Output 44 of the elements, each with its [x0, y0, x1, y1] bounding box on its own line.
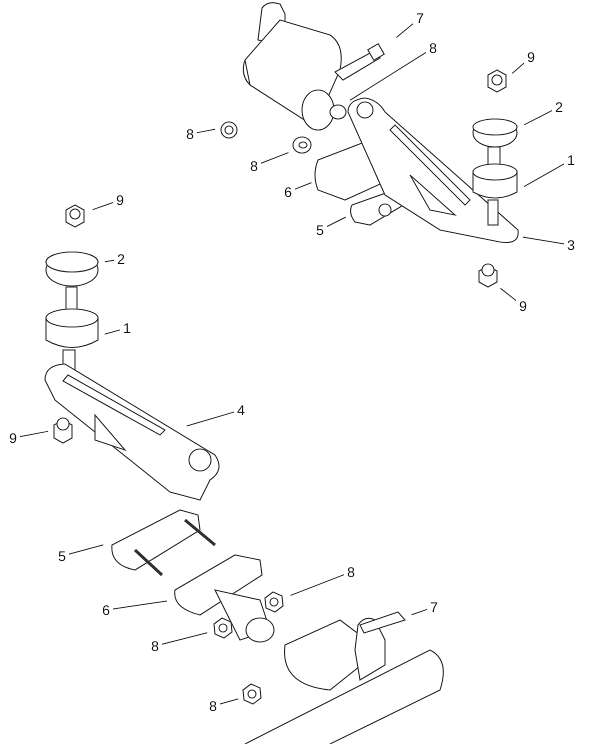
leader-line: [220, 698, 239, 705]
callout-number: 9: [7, 430, 19, 446]
leader-line: [20, 430, 49, 438]
leader-line: [512, 62, 524, 74]
leader-line: [524, 110, 552, 126]
callout-number: 9: [525, 49, 537, 65]
leader-line: [68, 544, 104, 555]
leader-line: [196, 128, 216, 134]
callout-number: 8: [184, 126, 196, 142]
leader-line: [349, 52, 426, 101]
callout-number: 7: [414, 10, 426, 26]
leader-line: [260, 152, 289, 164]
leader-line: [92, 202, 114, 210]
leader-line: [162, 632, 208, 645]
leader-line: [104, 329, 120, 335]
leader-line: [524, 163, 564, 188]
callout-number: 8: [207, 698, 219, 714]
leader-line: [411, 608, 428, 616]
callout-number: 9: [114, 192, 126, 208]
leader-line: [294, 182, 312, 190]
leader-line: [522, 236, 564, 244]
callout-number: 3: [565, 237, 577, 253]
callout-number: 4: [235, 402, 247, 418]
leader-line: [500, 288, 516, 301]
callout-number: 8: [248, 158, 260, 174]
leader-line: [104, 260, 114, 262]
callout-number: 5: [56, 548, 68, 564]
leader-line: [290, 574, 344, 596]
leader-line: [112, 600, 168, 610]
callout-number: 6: [100, 602, 112, 618]
callout-number: 2: [553, 99, 565, 115]
callout-number: 1: [565, 152, 577, 168]
callout-number: 5: [314, 222, 326, 238]
callout-number: 8: [427, 40, 439, 56]
leader-line: [186, 412, 234, 427]
callout-number: 9: [517, 298, 529, 314]
leader-line: [326, 216, 346, 227]
callout-number: 8: [149, 638, 161, 654]
callout-number: 1: [121, 320, 133, 336]
callout-number: 6: [282, 184, 294, 200]
callout-number: 8: [345, 564, 357, 580]
callout-number: 7: [428, 599, 440, 615]
callout-number: 2: [115, 251, 127, 267]
leader-line: [396, 23, 414, 38]
